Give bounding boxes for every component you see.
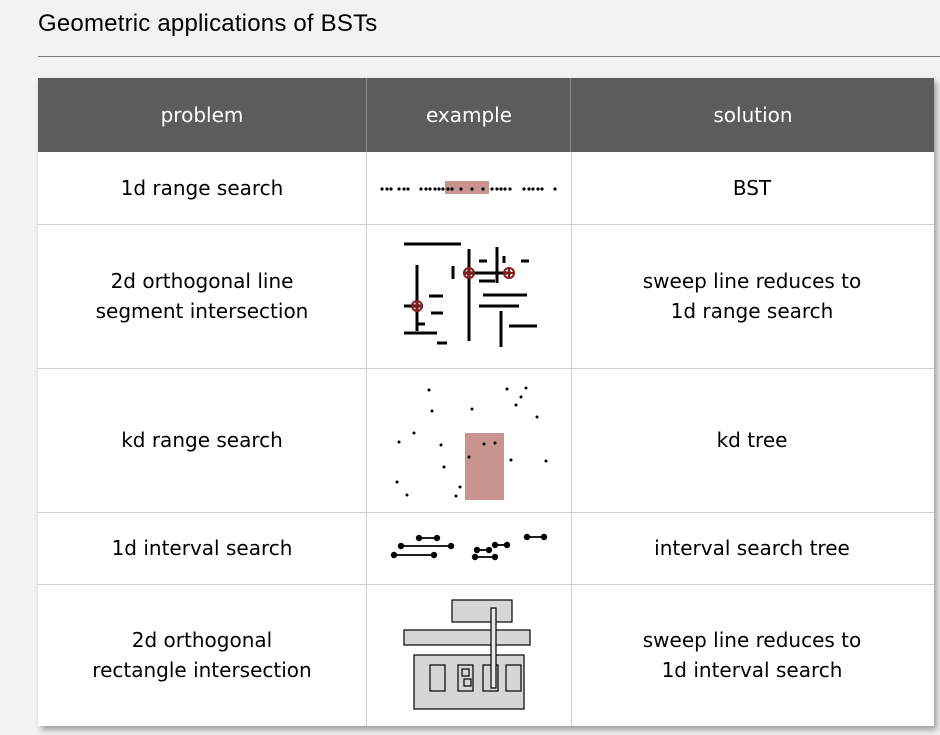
example-cell xyxy=(366,224,572,368)
1d-range-search-diagram xyxy=(380,181,557,194)
rectangle-intersection-diagram xyxy=(403,599,531,710)
solution-cell: sweep line reduces to 1d range search xyxy=(642,269,862,323)
title-divider xyxy=(38,56,940,57)
table-row: 2d orthogonal rectangle intersection xyxy=(38,584,934,726)
solution-cell: sweep line reduces to 1d interval search xyxy=(642,628,862,682)
solution-cell: kd tree xyxy=(716,428,788,452)
header-problem: problem xyxy=(160,103,244,127)
applications-table: problem example solution 1d range search xyxy=(38,78,934,726)
table-row: 2d orthogonal line segment intersection xyxy=(38,224,934,369)
header-example: example xyxy=(366,78,571,152)
example-cell xyxy=(366,584,572,726)
solution-cell: BST xyxy=(732,176,772,200)
header-solution: solution xyxy=(570,78,935,152)
slide-title: Geometric applications of BSTs xyxy=(38,10,378,37)
kd-range-search-diagram xyxy=(395,386,548,500)
problem-cell: kd range search xyxy=(121,428,283,452)
interval-search-diagram xyxy=(390,533,548,561)
example-cell xyxy=(366,152,572,224)
table-row: 1d interval search interval search tree xyxy=(38,512,934,585)
problem-cell: 2d orthogonal line segment intersection xyxy=(95,269,309,323)
example-cell xyxy=(366,368,572,512)
problem-cell: 2d orthogonal rectangle intersection xyxy=(92,628,312,682)
table-row: kd range search kd tree xyxy=(38,368,934,513)
problem-cell: 1d range search xyxy=(120,176,284,200)
example-cell xyxy=(366,512,572,584)
problem-cell: 1d interval search xyxy=(111,536,293,560)
solution-cell: interval search tree xyxy=(654,536,850,560)
table-header: problem example solution xyxy=(38,78,934,152)
line-segment-intersection-diagram xyxy=(404,242,537,347)
table-row: 1d range search BST xyxy=(38,152,934,225)
